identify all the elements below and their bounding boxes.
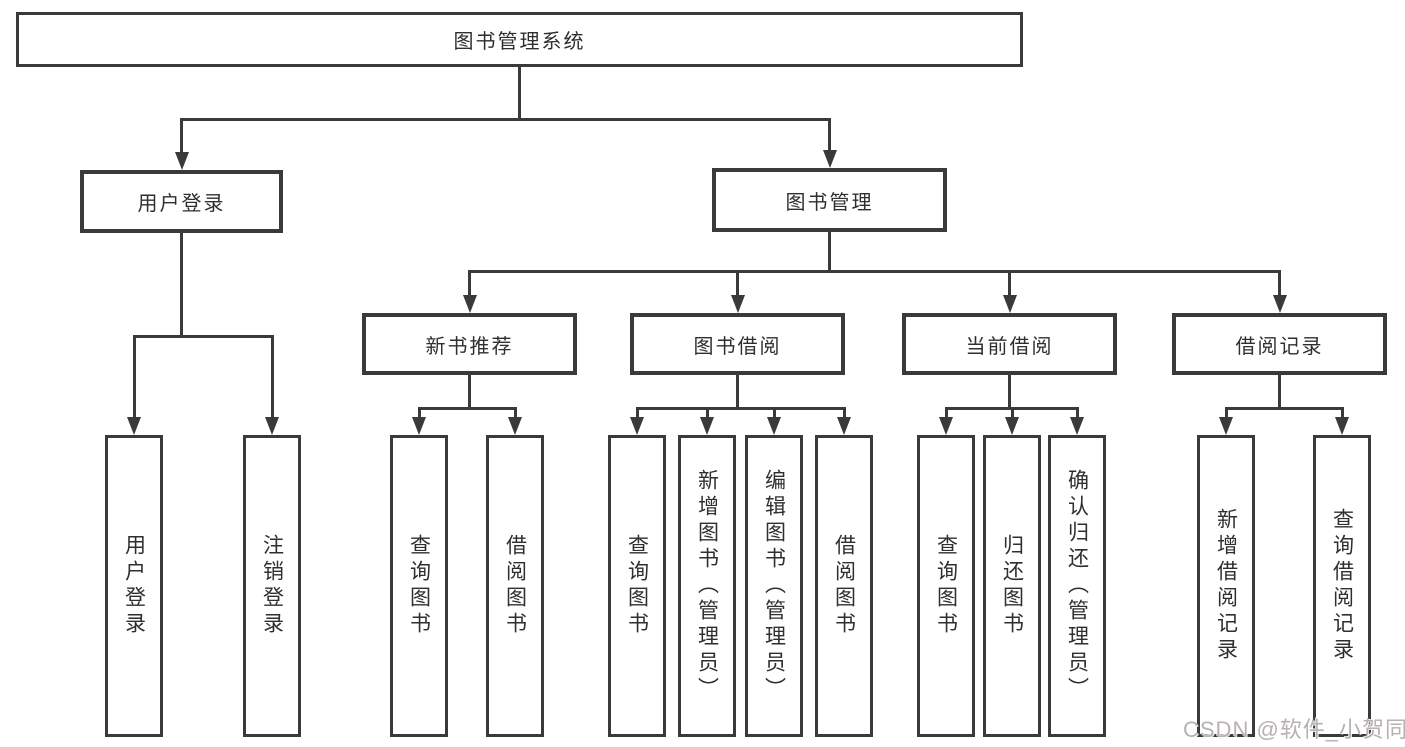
node-label: 查询图书	[625, 534, 649, 638]
connector-drop	[1008, 270, 1011, 297]
connector-rail	[468, 270, 1281, 273]
node-new-book-recommend: 新书推荐	[362, 313, 577, 375]
node-leaf-query-books-2: 查询图书	[608, 435, 666, 737]
connector-drop	[1010, 407, 1014, 419]
arrow-down-icon	[730, 295, 745, 313]
connector-stem	[1008, 375, 1011, 410]
connector-drop	[1224, 407, 1228, 419]
connector-drop	[1340, 407, 1344, 419]
arrow-down-icon	[265, 417, 279, 435]
connector-stem	[468, 375, 471, 410]
connector-drop	[417, 407, 421, 419]
node-user-login: 用户登录	[80, 170, 283, 233]
node-label: 新增借阅记录	[1214, 508, 1238, 664]
node-leaf-query-books-1: 查询图书	[390, 435, 448, 737]
connector-drop	[270, 335, 274, 419]
node-leaf-add-books: 新增图书（管理员）	[678, 435, 736, 737]
arrow-down-icon	[837, 417, 851, 435]
node-label: 注销登录	[260, 534, 284, 638]
arrow-down-icon	[1005, 417, 1019, 435]
node-label: 归还图书	[1000, 534, 1024, 638]
node-label: 新书推荐	[425, 335, 514, 358]
connector-stem	[518, 67, 521, 121]
node-label: 当前借阅	[965, 335, 1054, 358]
connector-drop	[1075, 407, 1079, 419]
connector-drop	[736, 270, 739, 297]
arrow-down-icon	[1272, 295, 1287, 313]
node-label: 用户登录	[122, 534, 146, 638]
arrow-down-icon	[508, 417, 522, 435]
connector-rail	[417, 407, 517, 410]
connector-drop	[635, 407, 639, 419]
connector-drop	[1278, 270, 1281, 297]
node-label: 编辑图书（管理员）	[762, 469, 786, 703]
node-leaf-logout: 注销登录	[243, 435, 301, 737]
node-leaf-add-borrow-record: 新增借阅记录	[1197, 435, 1255, 737]
arrow-down-icon	[127, 417, 141, 435]
node-label: 借阅图书	[503, 534, 527, 638]
connector-drop	[180, 118, 183, 154]
node-label: 查询图书	[934, 534, 958, 638]
node-label: 用户登录	[137, 193, 226, 215]
connector-drop	[132, 335, 136, 419]
node-root: 图书管理系统	[16, 12, 1023, 67]
connector-rail	[132, 335, 274, 338]
node-leaf-query-books-3: 查询图书	[917, 435, 975, 737]
node-leaf-confirm-return: 确认归还（管理员）	[1048, 435, 1106, 737]
node-label: 查询借阅记录	[1330, 508, 1354, 664]
node-leaf-edit-books: 编辑图书（管理员）	[745, 435, 803, 737]
arrow-down-icon	[1335, 417, 1349, 435]
node-book-management: 图书管理	[712, 168, 947, 232]
connector-drop	[772, 407, 776, 419]
node-current-borrowing: 当前借阅	[902, 313, 1117, 375]
node-leaf-user-login: 用户登录	[105, 435, 163, 737]
node-label: 借阅图书	[832, 534, 856, 638]
connector-rail	[635, 407, 846, 410]
arrow-down-icon	[767, 417, 781, 435]
arrow-down-icon	[939, 417, 953, 435]
connector-drop	[513, 407, 517, 419]
node-label: 查询图书	[407, 534, 431, 638]
arrow-down-icon	[462, 295, 477, 313]
node-leaf-return-books: 归还图书	[983, 435, 1041, 737]
connector-rail	[1224, 407, 1344, 410]
connector-stem	[736, 375, 739, 410]
connector-stem	[828, 232, 831, 273]
connector-stem	[180, 233, 183, 338]
node-borrowing-records: 借阅记录	[1172, 313, 1387, 375]
connector-drop	[705, 407, 709, 419]
connector-drop	[468, 270, 471, 297]
node-label: 图书借阅	[693, 335, 782, 358]
arrow-down-icon	[700, 417, 714, 435]
arrow-down-icon	[630, 417, 644, 435]
csdn-watermark: CSDN @软件_小贺同学	[1183, 717, 1405, 742]
node-leaf-borrow-books-1: 借阅图书	[486, 435, 544, 737]
node-label: 借阅记录	[1235, 335, 1324, 358]
connector-drop	[828, 118, 831, 152]
node-label: 确认归还（管理员）	[1065, 469, 1089, 703]
arrow-down-icon	[1070, 417, 1084, 435]
arrow-down-icon	[174, 152, 189, 170]
node-book-borrowing: 图书借阅	[630, 313, 845, 375]
node-label: 图书管理	[785, 191, 874, 214]
connector-stem	[1278, 375, 1281, 410]
arrow-down-icon	[1219, 417, 1233, 435]
arrow-down-icon	[1002, 295, 1017, 313]
node-label: 新增图书（管理员）	[695, 469, 719, 703]
node-label: 图书管理系统	[453, 31, 586, 53]
connector-drop	[842, 407, 846, 419]
node-leaf-borrow-books-2: 借阅图书	[815, 435, 873, 737]
connector-rail	[180, 118, 831, 121]
connector-drop	[944, 407, 948, 419]
arrow-down-icon	[412, 417, 426, 435]
node-leaf-query-borrow-record: 查询借阅记录	[1313, 435, 1371, 737]
arrow-down-icon	[822, 150, 837, 168]
